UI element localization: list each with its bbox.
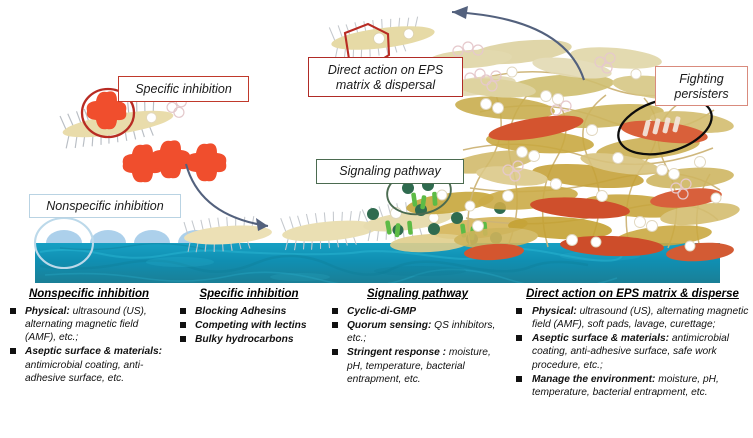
legend-text: moisture, pH, temperature, bacterial ent… [347, 347, 491, 385]
legend-term: Blocking Adhesins [195, 306, 287, 317]
legend-term: Physical: [25, 306, 70, 317]
legend-term: Competing with lectins [195, 320, 307, 332]
callout-fighting-line2: persisters [674, 86, 729, 101]
callout-fighting-line1: Fighting [679, 72, 724, 86]
legend-term: Stringent response : [347, 347, 447, 359]
legend-text: ultrasound (US), alternating magnetic fi… [532, 306, 749, 331]
legend-term: Physical: [532, 306, 577, 317]
legend-heading-nonspecific: Nonspecific inhibition [28, 288, 150, 300]
legend-columns: Nonspecific inhibition Physical: ultraso… [0, 288, 753, 438]
legend-term: Manage the environment: [532, 373, 656, 385]
legend-heading-signaling: Signaling pathway [367, 288, 468, 300]
specific-highlight-circle [80, 87, 136, 139]
callout-specific-inhibition: Specific inhibition [118, 76, 249, 102]
legend-column-nonspecific: Nonspecific inhibition Physical: ultraso… [8, 288, 168, 386]
arrow-dispersal [451, 6, 585, 81]
specific-inhibitor-molecules [86, 91, 227, 183]
legend-list-signaling: Cyclic-di-GMP Quorum sensing: QS inhibit… [330, 305, 505, 386]
legend-column-direct-action: Direct action on EPS matrix & disperse P… [512, 288, 753, 400]
list-item: Aseptic surface & materials: antimicrobi… [512, 332, 753, 371]
legend-term: Quorum sensing: [347, 320, 432, 332]
legend-heading-specific: Specific inhibition [199, 288, 299, 300]
nonspecific-highlight-circle [33, 216, 95, 270]
legend-term: Cyclic-di-GMP [347, 306, 417, 317]
legend-column-signaling: Signaling pathway Cyclic-di-GMP Quorum s… [330, 288, 505, 387]
callout-direct-action: Direct action on EPS matrix & dispersal [308, 57, 463, 97]
legend-list-nonspecific: Physical: ultrasound (US), alternating m… [8, 305, 168, 385]
callout-direct-line1: Direct action on EPS [327, 63, 444, 77]
list-item: Bulky hydrocarbons [178, 333, 320, 346]
legend-list-specific: Blocking Adhesins Competing with lectins… [178, 305, 320, 346]
list-item: Stringent response : moisture, pH, tempe… [330, 346, 505, 385]
persister-internal-bars [642, 116, 681, 137]
list-item: Aseptic surface & materials: antimicrobi… [8, 345, 168, 384]
callout-nonspecific-inhibition: Nonspecific inhibition [29, 194, 181, 218]
callout-signaling-pathway: Signaling pathway [316, 159, 464, 184]
polymer-rings [464, 52, 692, 200]
callout-signaling-label: Signaling pathway [339, 164, 441, 178]
callout-nonspecific-label: Nonspecific inhibition [46, 199, 164, 213]
legend-column-specific: Specific inhibition Blocking Adhesins Co… [178, 288, 320, 347]
legend-heading-direct-action: Direct action on EPS matrix & disperse [526, 288, 739, 300]
dispersed-cells-right [428, 41, 536, 98]
legend-text: QS inhibitors, etc.; [347, 320, 496, 345]
legend-text: moisture, pH, temperature, bacterial ent… [532, 373, 719, 398]
legend-term: Aseptic surface & materials: [25, 346, 163, 358]
list-item: Quorum sensing: QS inhibitors, etc.; [330, 319, 505, 345]
callout-direct-line2: matrix & dispersal [335, 77, 436, 92]
callout-specific-label: Specific inhibition [135, 82, 232, 96]
list-item: Manage the environment: moisture, pH, te… [512, 373, 753, 399]
list-item: Blocking Adhesins [178, 305, 320, 318]
list-item: Physical: ultrasound (US), alternating m… [512, 305, 753, 331]
eps-nodes [464, 66, 722, 252]
legend-term: Aseptic surface & materials: [532, 333, 670, 345]
mature-biofilm-mass [440, 39, 740, 262]
list-item: Competing with lectins [178, 319, 320, 332]
arrow-attachment [184, 163, 269, 231]
legend-text: ultrasound (US), alternating magnetic fi… [25, 306, 147, 344]
dispersed-cell-top [328, 16, 435, 60]
list-item: Cyclic-di-GMP [330, 305, 505, 318]
biofilm-diagram: Specific inhibition Direct action on EPS… [29, 6, 748, 283]
callout-fighting-persisters: Fighting persisters [655, 66, 748, 106]
legend-list-direct-action: Physical: ultrasound (US), alternating m… [512, 305, 753, 399]
list-item: Physical: ultrasound (US), alternating m… [8, 305, 168, 344]
legend-term: Bulky hydrocarbons [195, 334, 294, 346]
legend-text: antimicrobial coating, anti-adhesive sur… [532, 333, 730, 371]
legend-text: antimicrobial coating, anti-adhesive sur… [25, 359, 144, 384]
